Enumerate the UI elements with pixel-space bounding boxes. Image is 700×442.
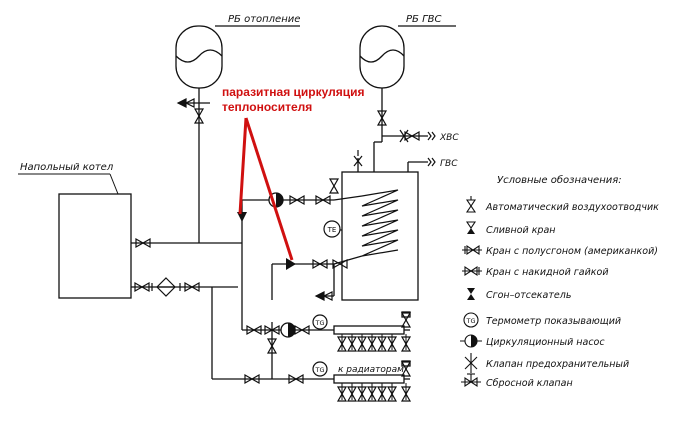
dhw-storage-tank	[333, 171, 419, 301]
annotation-line-2: теплоносителя	[222, 100, 312, 114]
legend-title: Условные обозначения:	[497, 174, 622, 186]
svg-text:TE: TE	[327, 226, 337, 234]
legend-item-text: Кран с накидной гайкой	[486, 267, 609, 278]
pump-icon	[460, 334, 482, 348]
legend-item-text: Кран с полусгоном (американкой)	[486, 246, 658, 257]
flow-arrow	[286, 258, 296, 270]
fittings	[134, 98, 436, 384]
floor-boiler	[58, 193, 132, 299]
expansion-tank-dhw	[359, 25, 456, 92]
svg-text:TG: TG	[314, 366, 324, 374]
thermometer-2: TG	[312, 361, 328, 377]
legend-item-text: Сливной кран	[486, 225, 556, 236]
thermometer-icon: TG	[463, 312, 479, 328]
legend-item-text: Циркуляционный насос	[486, 337, 605, 348]
label-hot-water: ГВС	[440, 159, 458, 169]
pump-manifold	[280, 322, 296, 338]
legend-item-text: Автоматический воздухоотводчик	[485, 202, 659, 213]
svg-text:TG: TG	[465, 317, 475, 325]
flow-arrow	[237, 212, 247, 222]
svg-text:TG: TG	[314, 319, 324, 327]
safety-valve-icon	[464, 353, 478, 373]
annotation-line-1: паразитная циркуляция	[222, 85, 365, 99]
manifold-1	[333, 311, 411, 352]
pipelines	[131, 92, 428, 380]
legend-item-text: Сгон–отсекатель	[486, 290, 571, 301]
legend: Условные обозначения: Автоматический воз…	[460, 174, 659, 389]
drain-valve-icon	[465, 221, 477, 234]
relief-valve-icon	[461, 373, 481, 388]
label-tank-dhw: РБ ГВС	[406, 14, 442, 25]
te-sensor: TE	[323, 220, 341, 238]
manifold-2	[333, 360, 411, 402]
label-tank-heating: РБ отопление	[228, 14, 300, 25]
label-boiler: Напольный котел	[20, 162, 114, 173]
legend-item-text: Термометр показывающий	[486, 316, 621, 327]
parasitic-circulation-annotation: паразитная циркуляция теплоносителя	[222, 85, 365, 261]
separator-icon	[467, 288, 475, 300]
thermometer-1: TG	[312, 314, 328, 330]
label-cold-water: ХВС	[439, 133, 459, 143]
legend-item-text: Сбросной клапан	[486, 378, 573, 389]
union-valve-icon	[462, 244, 482, 256]
label-radiators: к радиаторам	[338, 365, 404, 375]
expansion-tank-heating	[175, 25, 300, 103]
nut-valve-icon	[462, 265, 482, 277]
legend-item-text: Клапан предохранительный	[486, 359, 629, 370]
air-vent-icon	[465, 196, 477, 213]
